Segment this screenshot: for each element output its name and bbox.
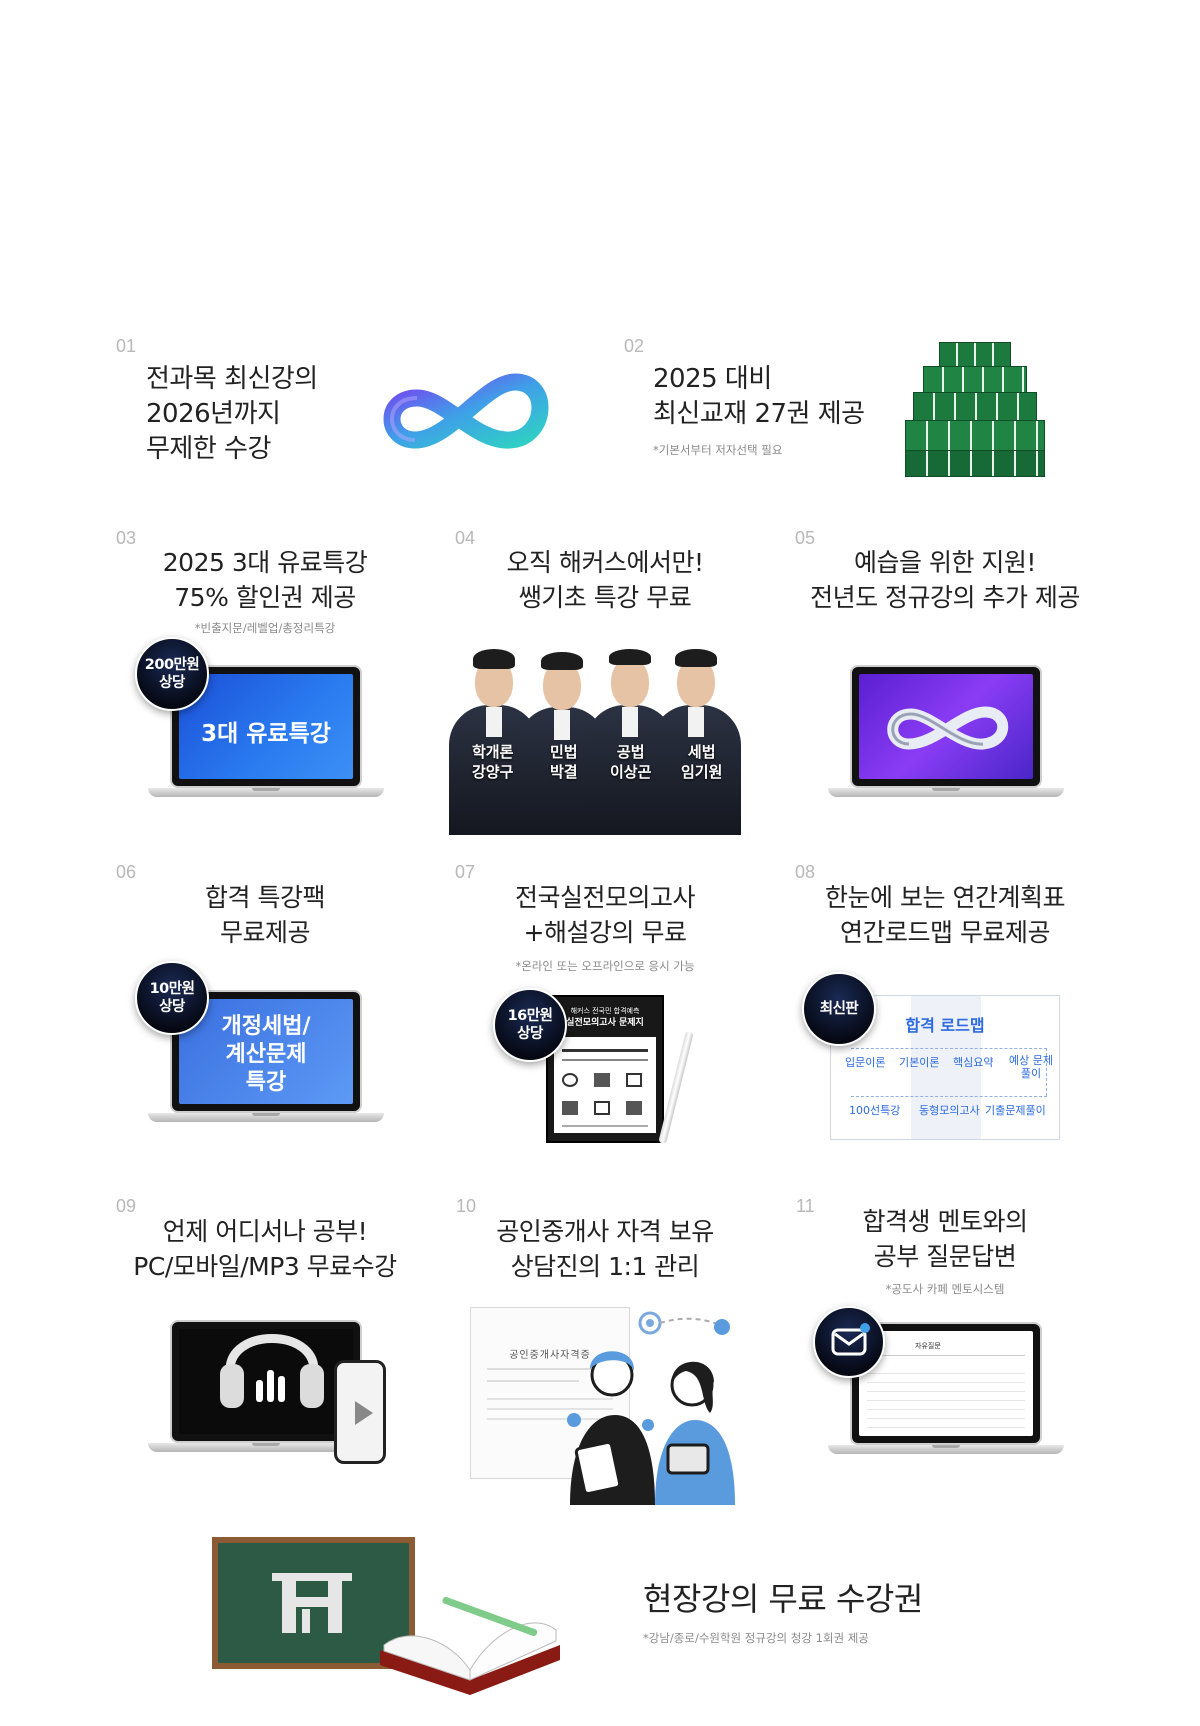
item-number: 11 <box>796 1196 815 1216</box>
new-edition-badge: 최신판 <box>802 972 876 1046</box>
infinity-icon <box>887 706 1009 750</box>
exam-paper: 해커스 전국민 합격예측 실전모의고사 문제지 <box>546 995 664 1143</box>
item-note: *빈출지문/레벨업/총정리특강 <box>194 621 336 635</box>
item-number: 01 <box>116 336 137 356</box>
roadmap-title: 합격 로드맵 <box>905 1016 985 1035</box>
roadmap-step: 동형모의고사 <box>919 1104 980 1117</box>
phone-icon <box>334 1360 386 1464</box>
counselors-illustration <box>567 1311 735 1505</box>
teacher-figure <box>651 635 741 835</box>
item-number: 04 <box>455 528 476 548</box>
item-number: 10 <box>456 1196 477 1216</box>
item-title: 오직 해커스에서만! 쌩기초 특강 무료 <box>506 548 704 612</box>
item-number: 08 <box>795 862 816 882</box>
screen-text: 3대 유료특강 <box>201 721 331 747</box>
item-number: 07 <box>455 862 476 882</box>
laptop-image: 자유질문 <box>828 1322 1064 1454</box>
laptop-image: 3대 유료특강 <box>148 665 384 797</box>
mail-icon <box>813 1306 885 1378</box>
headphones-icon <box>220 1334 324 1408</box>
item-title: 2025 3대 유료특강 75% 할인권 제공 <box>162 548 368 612</box>
item-title: 예습을 위한 지원! 전년도 정규강의 추가 제공 <box>810 548 1080 612</box>
roadmap-step: 핵심요약 <box>953 1056 994 1069</box>
item-note: *온라인 또는 오프라인으로 응시 가능 <box>515 959 695 973</box>
item-number: 09 <box>116 1196 137 1216</box>
item-note: *강남/종로/수원학원 정규강의 청강 1회권 제공 <box>643 1631 869 1645</box>
infinity-icon <box>383 373 549 449</box>
roadmap-step: 100선특강 <box>849 1104 901 1117</box>
item-title: 합격 특강팩 무료제공 <box>205 883 325 947</box>
roadmap-step: 예상 문제풀이 <box>1009 1054 1053 1080</box>
roadmap-step: 기출문제풀이 <box>985 1104 1046 1117</box>
textbook-stack <box>905 342 1045 477</box>
paper-heading: 해커스 전국민 합격예측 실전모의고사 문제지 <box>566 1007 644 1028</box>
item-number: 06 <box>116 862 137 882</box>
item-title: 전과목 최신강의 2026년까지 무제한 수강 <box>146 364 318 464</box>
item-title: 전국실전모의고사 +해설강의 무료 <box>514 883 696 947</box>
open-book-icon <box>380 1596 560 1695</box>
play-icon <box>355 1401 373 1425</box>
item-number: 05 <box>795 528 816 548</box>
laptop-image <box>828 665 1064 797</box>
hackers-logo <box>272 1573 352 1633</box>
item-note: *기본서부터 저자선택 필요 <box>653 443 783 457</box>
item-number: 02 <box>624 336 645 356</box>
item-number: 03 <box>116 528 137 548</box>
item-title: 합격생 멘토와의 공부 질문답변 <box>862 1207 1028 1271</box>
certificate-title: 공인중개사자격증 <box>509 1350 591 1361</box>
roadmap-step: 입문이론 <box>845 1056 886 1069</box>
item-title: 언제 어디서나 공부! PC/모바일/MP3 무료수강 <box>133 1217 397 1281</box>
item-title: 공인중개사 자격 보유 상담진의 1:1 관리 <box>496 1217 714 1281</box>
roadmap-step: 기본이론 <box>899 1056 940 1069</box>
item-title: 현장강의 무료 수강권 <box>643 1580 923 1618</box>
chalkboard-image <box>212 1537 415 1669</box>
item-title: 한눈에 보는 연간계획표 연간로드맵 무료제공 <box>825 883 1065 947</box>
item-title: 2025 대비 최신교재 27권 제공 <box>653 364 865 429</box>
item-note: *공도사 카페 멘토시스템 <box>885 1282 1005 1296</box>
screen-text: 개정세법/ 계산문제 특강 <box>221 1014 311 1095</box>
board-title: 자유질문 <box>915 1342 941 1350</box>
